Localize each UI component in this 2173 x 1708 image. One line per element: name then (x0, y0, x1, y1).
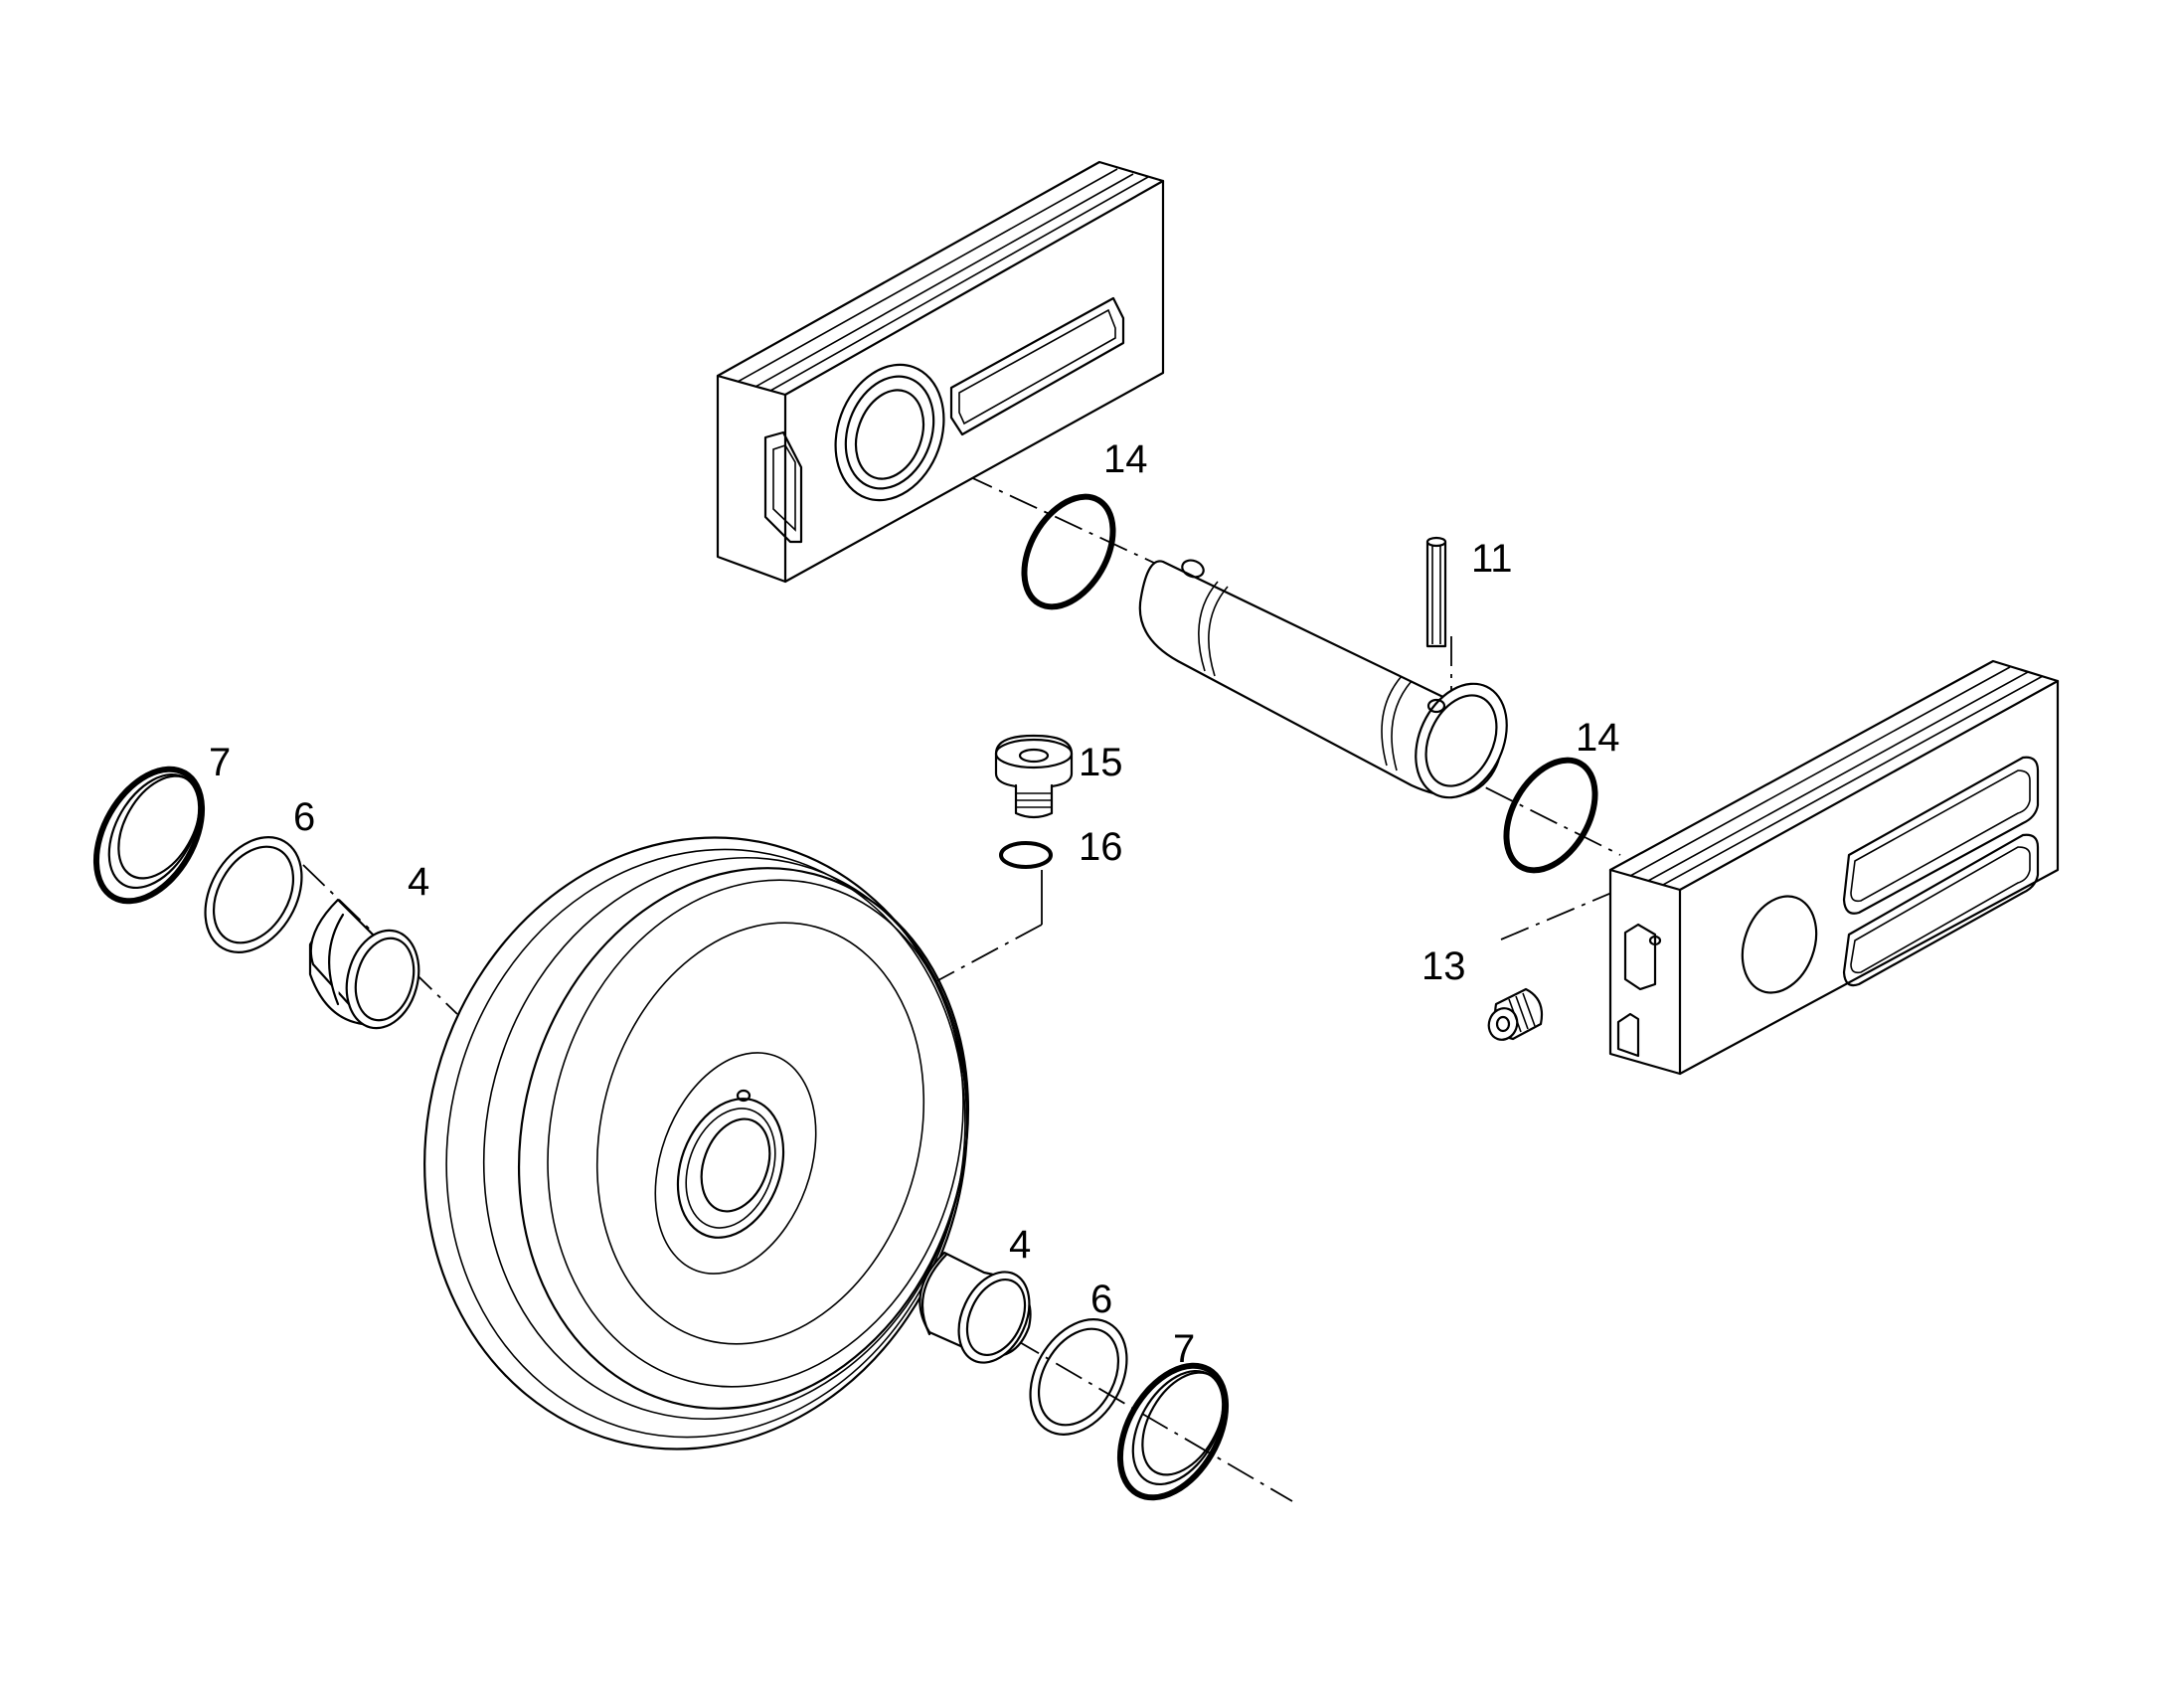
bushing-4-left (308, 898, 420, 1030)
callout-13: 13 (1421, 944, 1466, 988)
o-ring-14-left (1021, 493, 1116, 610)
o-ring-16 (999, 841, 1053, 869)
bracket-right (1608, 659, 2060, 1076)
callout-4-left: 4 (408, 860, 429, 904)
pin-11 (1425, 536, 1447, 648)
washer-6-right (1029, 1318, 1128, 1436)
callout-4-right: 4 (1009, 1223, 1031, 1267)
plug-15 (994, 734, 1074, 819)
shaft (1138, 559, 1508, 799)
callout-7-right: 7 (1173, 1327, 1195, 1371)
callout-6-right: 6 (1090, 1278, 1112, 1321)
callout-15: 15 (1079, 741, 1123, 784)
callout-16: 16 (1079, 825, 1123, 869)
callout-6-left: 6 (293, 795, 315, 839)
callout-11: 11 (1471, 537, 1513, 581)
bracket-upper-left (716, 160, 1165, 584)
idler-wheel (423, 836, 970, 1451)
o-ring-14-right (1503, 757, 1598, 874)
callout-7-left: 7 (209, 741, 231, 784)
callout-labels: 7 6 4 14 11 15 16 14 13 4 6 7 (209, 437, 1620, 1371)
seal-7-left (92, 766, 206, 905)
callout-14-right: 14 (1576, 716, 1620, 760)
washer-6-left (204, 836, 303, 953)
callout-14-left: 14 (1103, 437, 1148, 481)
set-screw-13 (1487, 987, 1544, 1041)
bushing-4-right (919, 1251, 1032, 1364)
seal-7-right (1116, 1362, 1230, 1501)
